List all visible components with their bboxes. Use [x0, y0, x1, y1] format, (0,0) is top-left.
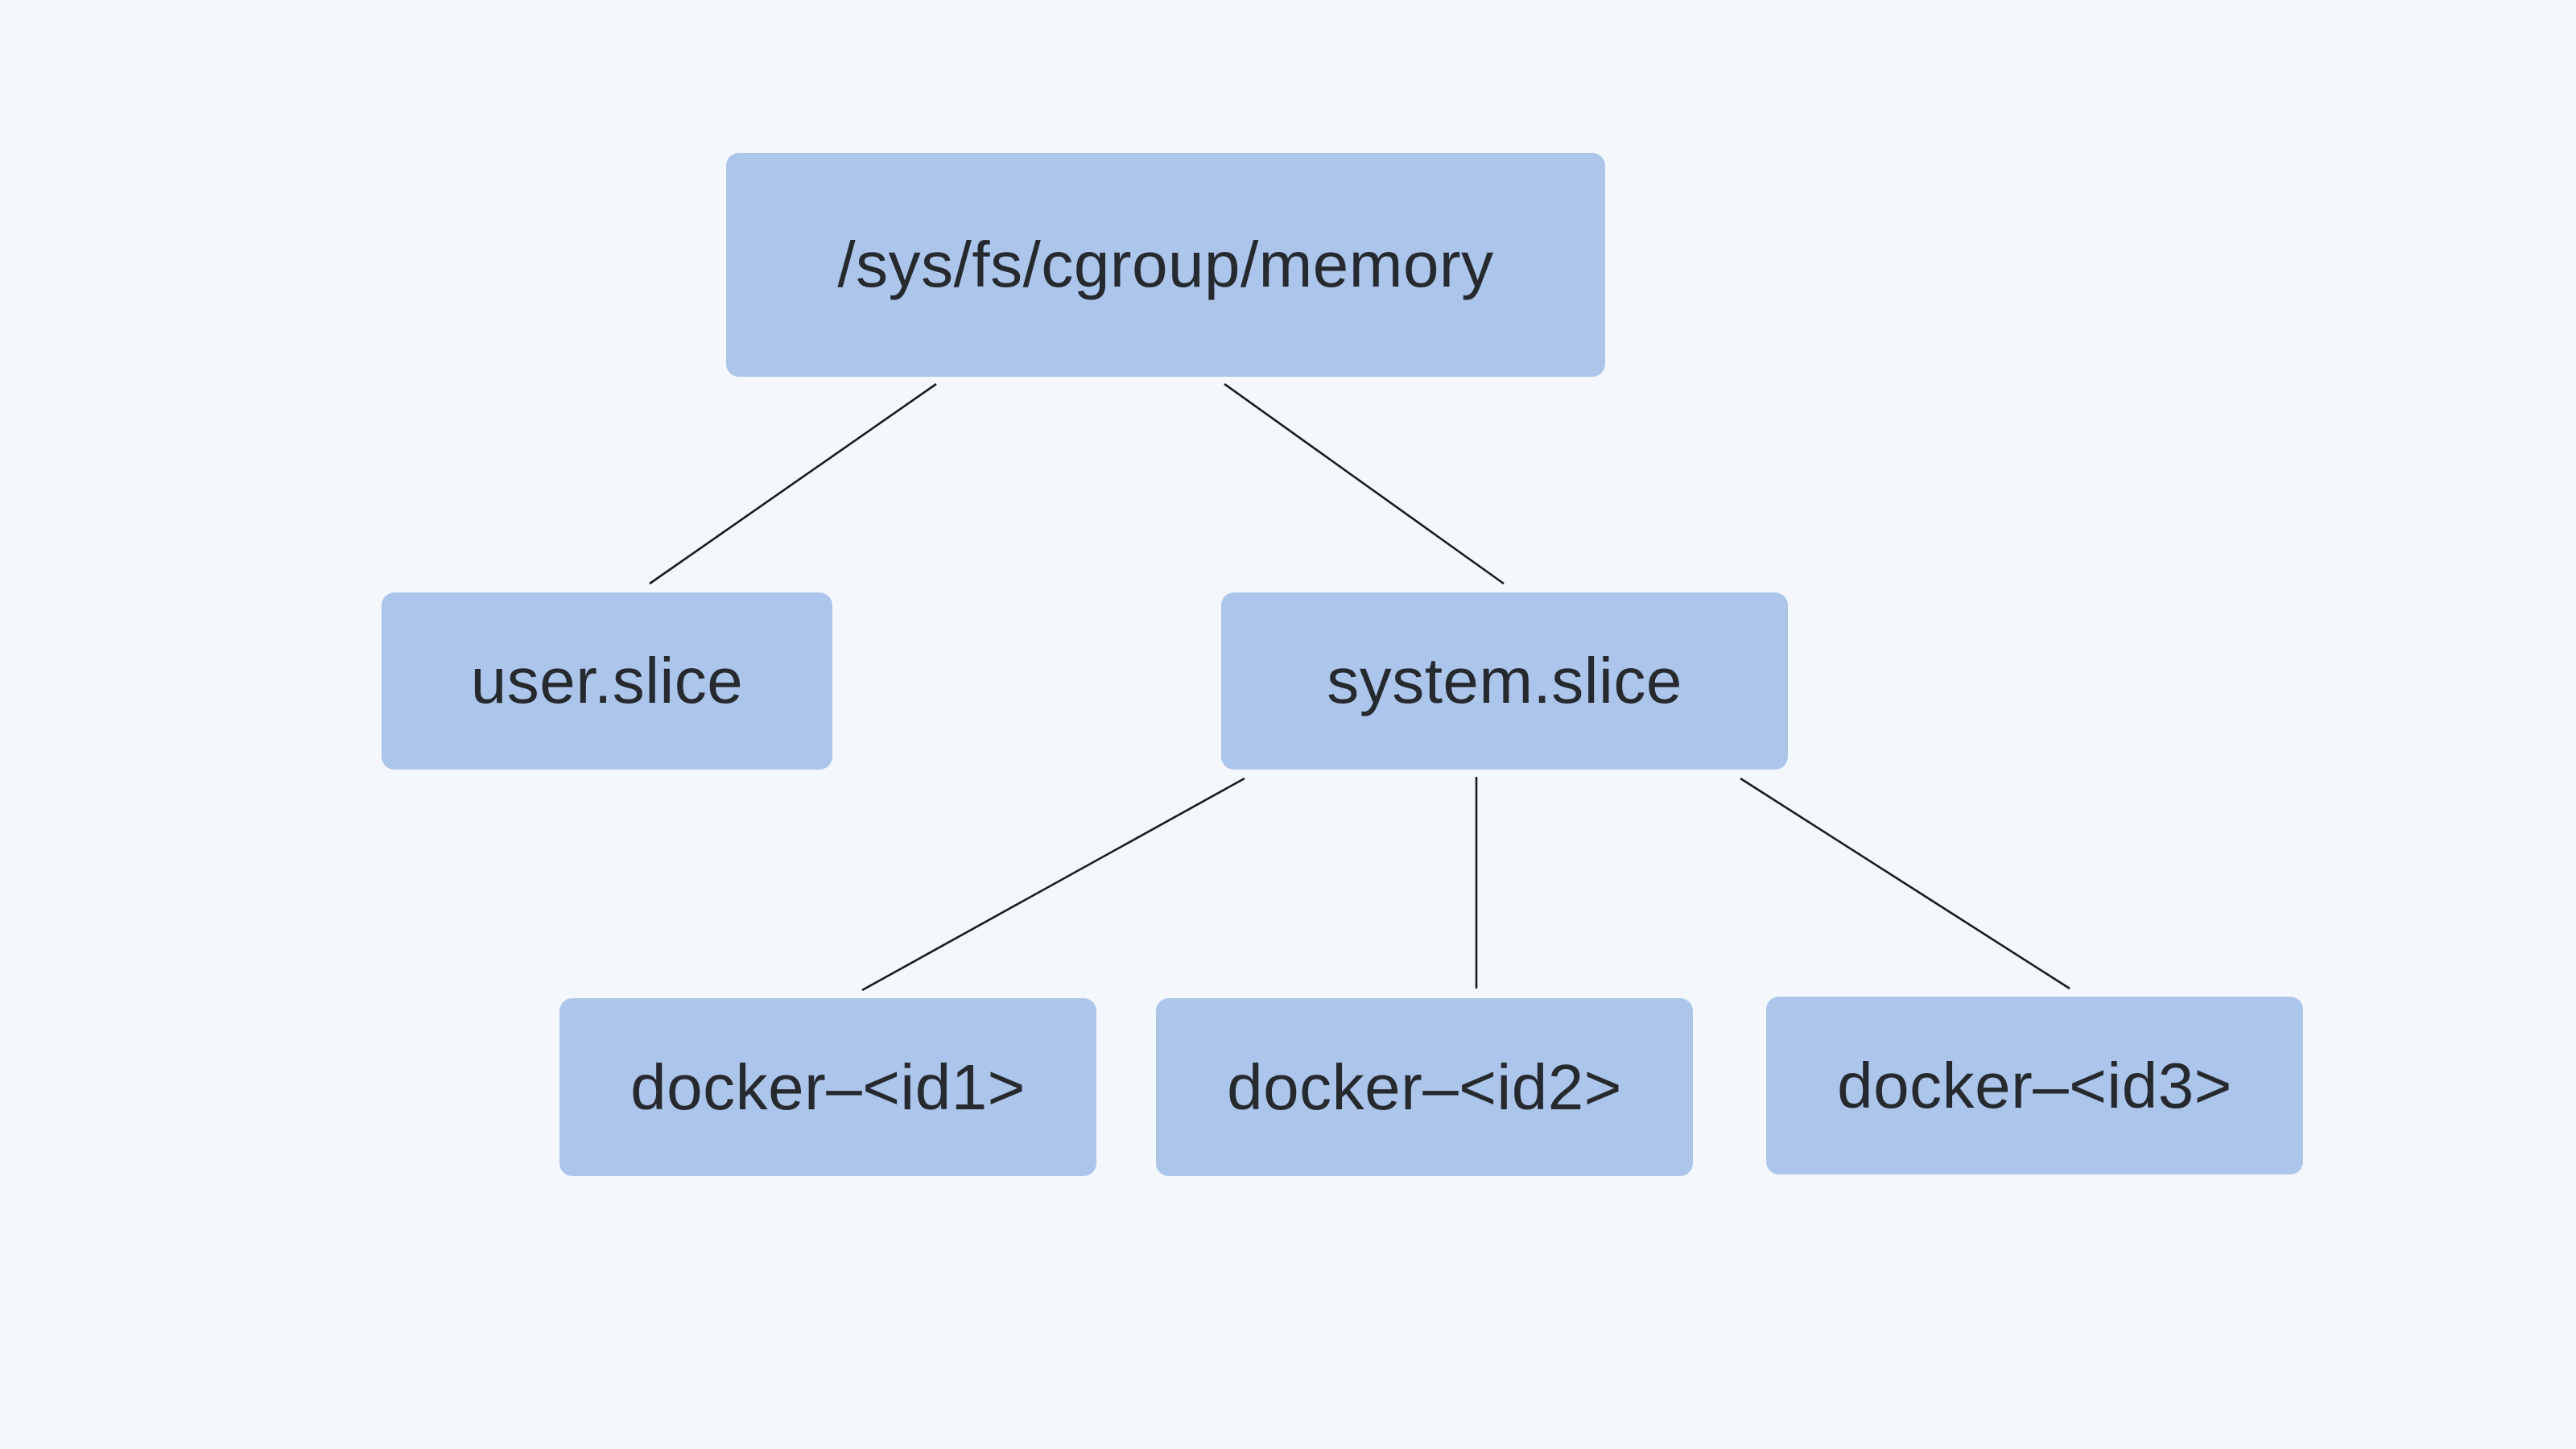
edge-root-system	[1224, 382, 1505, 585]
node-system-slice-label: system.slice	[1327, 645, 1682, 716]
edge-system-d3	[1740, 777, 2070, 990]
node-docker-id1: docker–<id1>	[559, 998, 1096, 1176]
node-system-slice: system.slice	[1221, 592, 1788, 770]
edge-root-user	[649, 382, 937, 585]
node-docker-id3-label: docker–<id3>	[1837, 1049, 2232, 1121]
node-docker-id2-label: docker–<id2>	[1227, 1051, 1622, 1123]
node-docker-id2: docker–<id2>	[1156, 998, 1693, 1176]
node-root-label: /sys/fs/cgroup/memory	[837, 229, 1494, 300]
node-root: /sys/fs/cgroup/memory	[726, 153, 1605, 377]
node-docker-id3: docker–<id3>	[1766, 997, 2303, 1174]
node-docker-id1-label: docker–<id1>	[630, 1051, 1026, 1123]
node-user-slice: user.slice	[382, 592, 832, 770]
node-user-slice-label: user.slice	[470, 645, 744, 716]
edge-system-d1	[861, 777, 1245, 992]
